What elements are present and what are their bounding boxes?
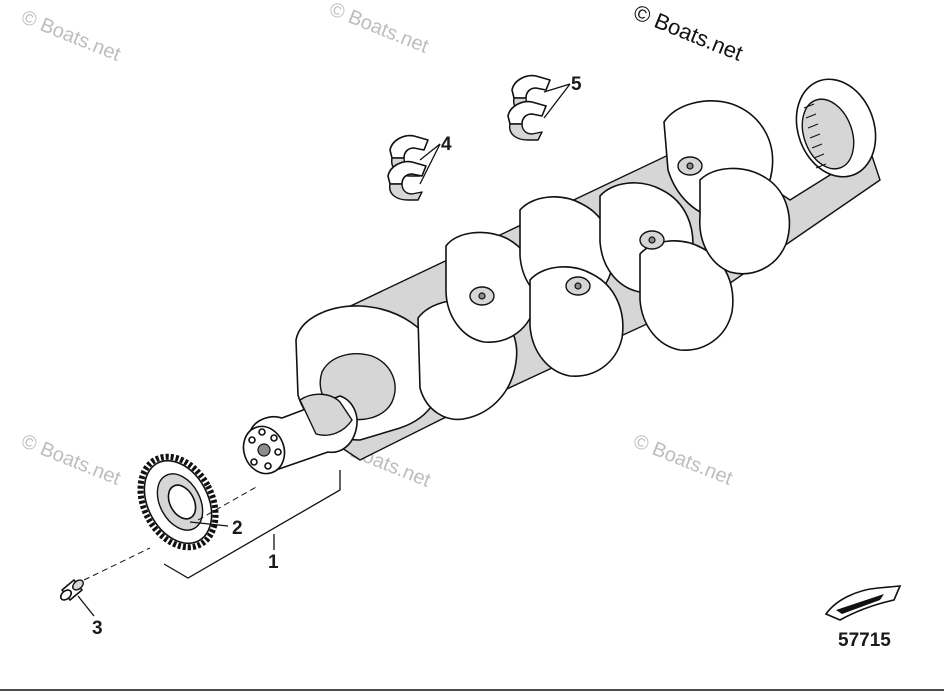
leader-3 xyxy=(77,595,95,617)
leader-2 xyxy=(189,521,229,527)
assembly-bracket xyxy=(163,470,341,579)
engine-direction-icon xyxy=(824,585,902,621)
timing-gear-icon xyxy=(137,453,219,551)
callout-3: 3 xyxy=(92,618,103,639)
alignment-line xyxy=(83,485,259,581)
thrust-bearing-shell-icon xyxy=(507,74,551,141)
leader-4a xyxy=(419,143,441,161)
callout-5: 5 xyxy=(571,74,582,95)
diagram-reference-number: 57715 xyxy=(838,630,891,651)
watermark-mid-left: © Boats.net xyxy=(18,430,124,490)
main-bearing-shell-icon xyxy=(387,134,429,201)
rear-gear-teeth xyxy=(803,103,827,169)
callout-1: 1 xyxy=(268,552,279,573)
watermark-top-center: © Boats.net xyxy=(326,0,432,58)
watermark-top-right: © Boats.net xyxy=(630,0,746,66)
leader-5b xyxy=(543,83,571,119)
callout-4: 4 xyxy=(441,134,452,155)
crankshaft-icon xyxy=(242,78,881,475)
leader-4b xyxy=(419,143,441,185)
watermark-mid-right: © Boats.net xyxy=(630,430,736,490)
callout-2: 2 xyxy=(232,518,243,539)
leader-5a xyxy=(543,83,571,93)
watermark-top-left: © Boats.net xyxy=(18,6,124,66)
dowel-pin-icon xyxy=(59,579,84,601)
